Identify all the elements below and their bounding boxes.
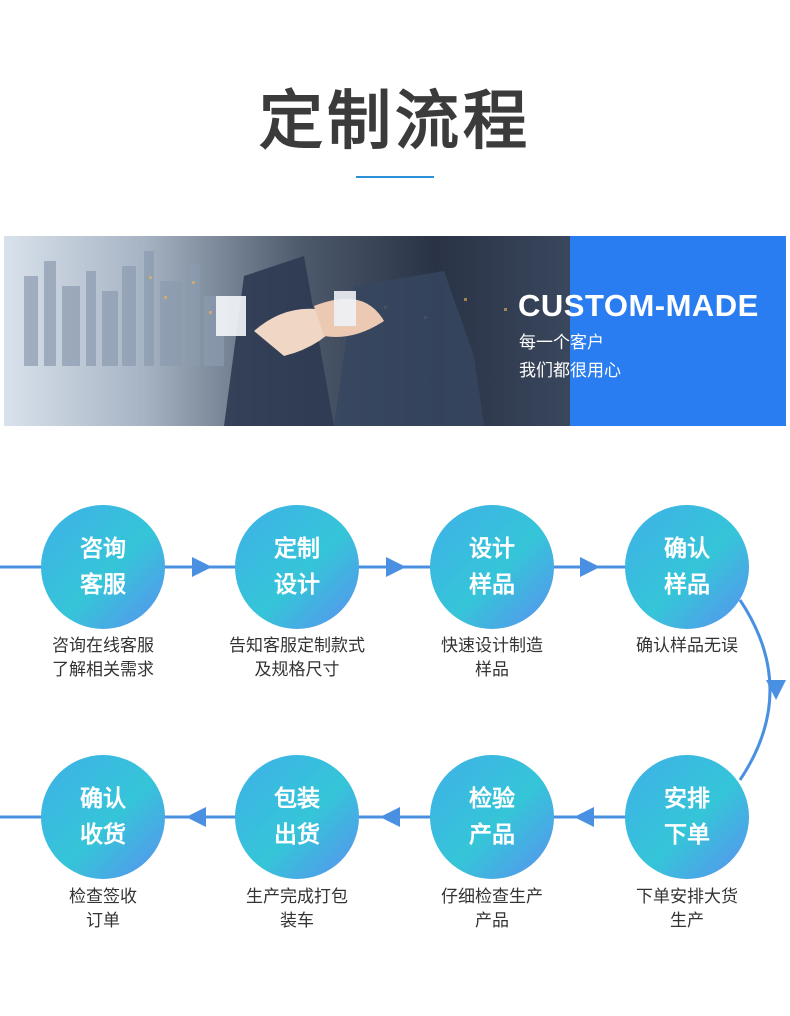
- step-description: 仔细检查生产 产品: [441, 887, 543, 931]
- step-label-line1: 设计: [469, 536, 515, 562]
- step-circle-design: 定制 设计: [235, 505, 359, 629]
- step-description: 生产完成打包 装车: [246, 887, 348, 931]
- step-label-line2: 客服: [80, 572, 126, 598]
- step-label-line1: 定制: [274, 536, 320, 562]
- step-circle-confirm-receipt: 确认 收货: [41, 755, 165, 879]
- step-description: 下单安排大货 生产: [636, 887, 738, 931]
- step-circle-inspect: 检验 产品: [430, 755, 554, 879]
- step-circle-confirm-sample: 确认 样品: [625, 505, 749, 629]
- step-description: 告知客服定制款式 及规格尺寸: [229, 636, 365, 680]
- step-label-line2: 样品: [664, 572, 710, 598]
- arrow-left-icon: [380, 807, 400, 827]
- step-label-line2: 出货: [274, 822, 320, 848]
- step-circle-sample-design: 设计 样品: [430, 505, 554, 629]
- step-label-line2: 产品: [469, 822, 515, 848]
- step-circle-pack-ship: 包装 出货: [235, 755, 359, 879]
- step-description: 快速设计制造 样品: [441, 636, 543, 680]
- page-title: 定制流程: [259, 85, 531, 159]
- step-label-line1: 安排: [664, 786, 710, 812]
- step-label-line1: 包装: [274, 786, 320, 812]
- banner-heading: CUSTOM-MADE: [518, 288, 759, 323]
- arrow-left-icon: [574, 807, 594, 827]
- city-handshake-illustration: [24, 251, 507, 426]
- step-label-line2: 下单: [664, 822, 710, 848]
- title-underline: [356, 176, 434, 178]
- step-label-line2: 收货: [80, 822, 126, 848]
- step-label-line1: 确认: [80, 786, 126, 812]
- step-circle-arrange-order: 安排 下单: [625, 755, 749, 879]
- arrow-right-icon: [386, 557, 406, 577]
- step-label-line1: 检验: [469, 786, 515, 812]
- arrow-right-icon: [192, 557, 212, 577]
- banner-blue-panel: [570, 236, 786, 426]
- arrow-right-icon: [580, 557, 600, 577]
- step-circle-consult: 咨询 客服: [41, 505, 165, 629]
- arrow-left-icon: [186, 807, 206, 827]
- banner-subtext-2: 我们都很用心: [519, 361, 621, 381]
- step-description: 咨询在线客服 了解相关需求: [52, 636, 154, 680]
- banner-image: CUSTOM-MADE 每一个客户 我们都很用心: [4, 236, 786, 426]
- step-description: 确认样品无误: [636, 636, 738, 656]
- banner-subtext-1: 每一个客户: [519, 333, 604, 353]
- step-label-line1: 确认: [664, 536, 710, 562]
- step-label-line1: 咨询: [80, 536, 126, 562]
- step-label-line2: 样品: [469, 572, 515, 598]
- arrow-down-icon: [766, 680, 786, 700]
- step-description: 检查签收 订单: [69, 887, 137, 931]
- step-label-line2: 设计: [274, 572, 320, 598]
